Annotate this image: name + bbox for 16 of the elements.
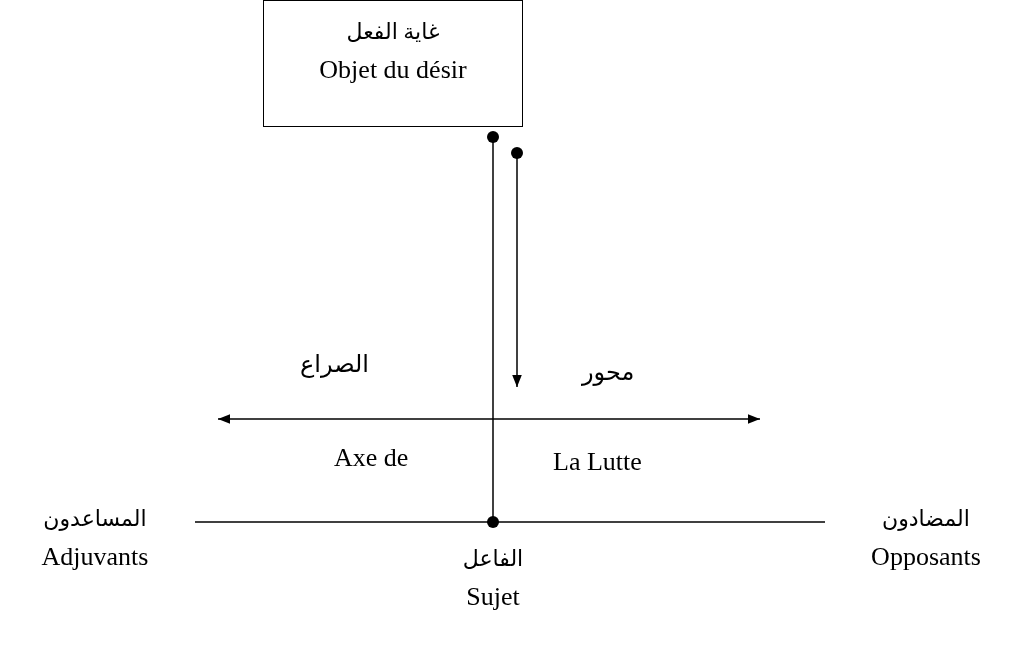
axis-label: Axe de bbox=[334, 443, 409, 473]
french-label: Objet du désir bbox=[319, 54, 467, 86]
objective-box bbox=[263, 0, 523, 127]
axis-label: الصراع bbox=[300, 350, 370, 378]
french-label: Adjuvants bbox=[41, 541, 149, 573]
axis-label: محور bbox=[582, 358, 635, 386]
arrow bbox=[511, 147, 523, 388]
connector-line bbox=[194, 521, 826, 523]
arabic-label: غاية الفعل bbox=[346, 18, 440, 46]
french-label: Sujet bbox=[466, 581, 520, 613]
connector-line bbox=[487, 131, 499, 528]
french-label: Opposants bbox=[871, 541, 981, 573]
arabic-label: المضادون bbox=[882, 505, 970, 533]
arabic-label: المساعدون bbox=[43, 505, 147, 533]
arabic-label: الفاعل bbox=[462, 545, 524, 573]
axis-label: La Lutte bbox=[553, 447, 642, 477]
